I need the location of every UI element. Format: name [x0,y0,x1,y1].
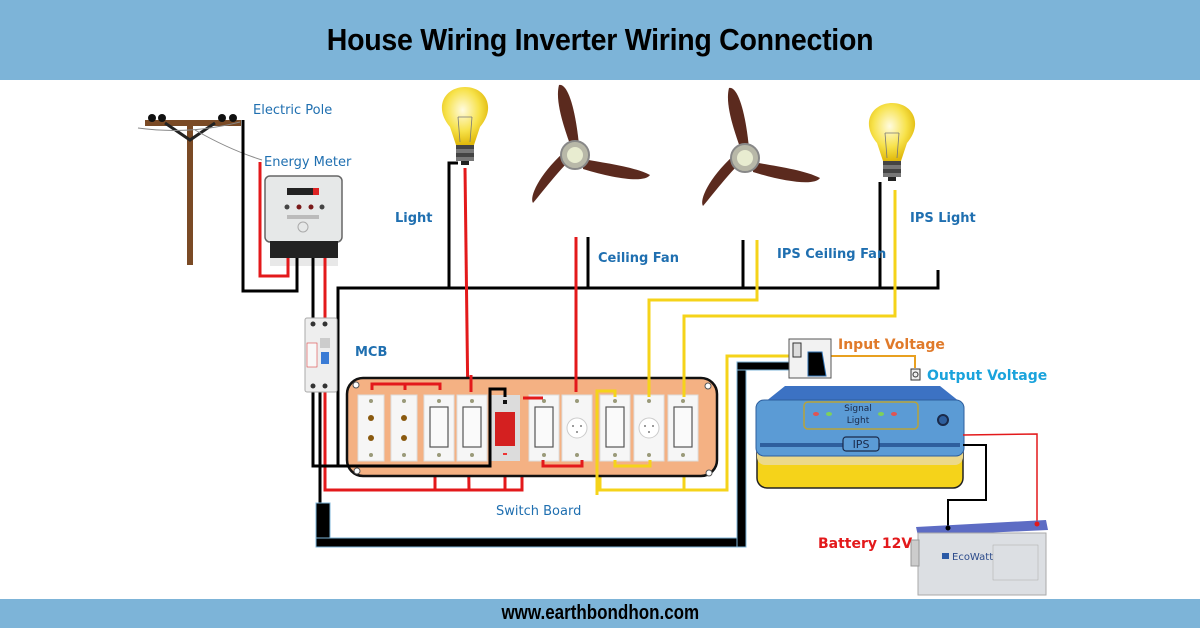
electric-pole-icon [137,114,263,265]
wiring-diagram: Electric Pole Energy Meter [137,84,1048,596]
switch-board [345,376,719,478]
ceiling-fan-label: Ceiling Fan [598,251,679,266]
battery-icon: EcoWatt [910,520,1048,596]
board-module-socket-2pin[interactable] [357,394,385,462]
switch-board-label: Switch Board [496,504,581,519]
board-module-switch[interactable] [667,394,699,462]
battery-positive-wire [962,433,1038,525]
board-module-socket-2pin[interactable] [390,394,418,462]
mcb-icon [304,317,338,393]
footer-banner: www.earthbondhon.com [0,599,1200,628]
board-neutral-wires [316,387,507,468]
board-module-switch[interactable] [528,394,560,462]
ips-panel-text-1: Signal [844,404,872,414]
ips-ceiling-fan-label: IPS Ceiling Fan [777,247,886,262]
mcb-label: MCB [355,345,387,360]
board-module-socket-3pin[interactable] [633,394,665,462]
board-module-switch[interactable] [456,394,488,462]
ips-inverter-unit: Signal Light IPS [755,386,965,489]
light-label: Light [395,211,433,226]
ips-power-button[interactable] [937,414,949,426]
ips-light-bulb-icon [868,103,916,181]
output-socket-hole [912,371,919,378]
footer-url[interactable]: www.earthbondhon.com [501,602,699,624]
board-module-socket-3pin[interactable] [561,394,593,462]
output-voltage-label: Output Voltage [927,368,1047,384]
board-module-indicator-switch-red[interactable] [490,395,520,461]
board-module-switch[interactable] [599,394,631,462]
ips-light-label: IPS Light [910,211,976,226]
ips-input-cable [315,361,812,548]
board-phase-wires [370,375,584,468]
energy-meter-label: Energy Meter [264,155,352,170]
ips-ceiling-fan-icon [702,87,820,206]
ceiling-fan-icon [532,84,650,203]
ips-badge: IPS [853,438,870,451]
output-socket-icon [910,368,921,381]
board-ips-wires [595,375,686,495]
electric-pole-label: Electric Pole [253,103,332,118]
page-title: House Wiring Inverter Wiring Connection [326,22,874,57]
board-module-switch[interactable] [423,394,455,462]
ips-plug-socket[interactable] [788,338,832,379]
battery-negative-wire [947,444,987,530]
ips-panel-text-2: Light [847,416,870,426]
input-voltage-label: Input Voltage [838,337,945,353]
energy-meter-icon [264,175,343,266]
battery-brand: EcoWatt [952,552,993,563]
battery-label: Battery 12V [818,536,912,552]
title-banner: House Wiring Inverter Wiring Connection [0,0,1200,80]
light-bulb-icon [441,87,489,165]
